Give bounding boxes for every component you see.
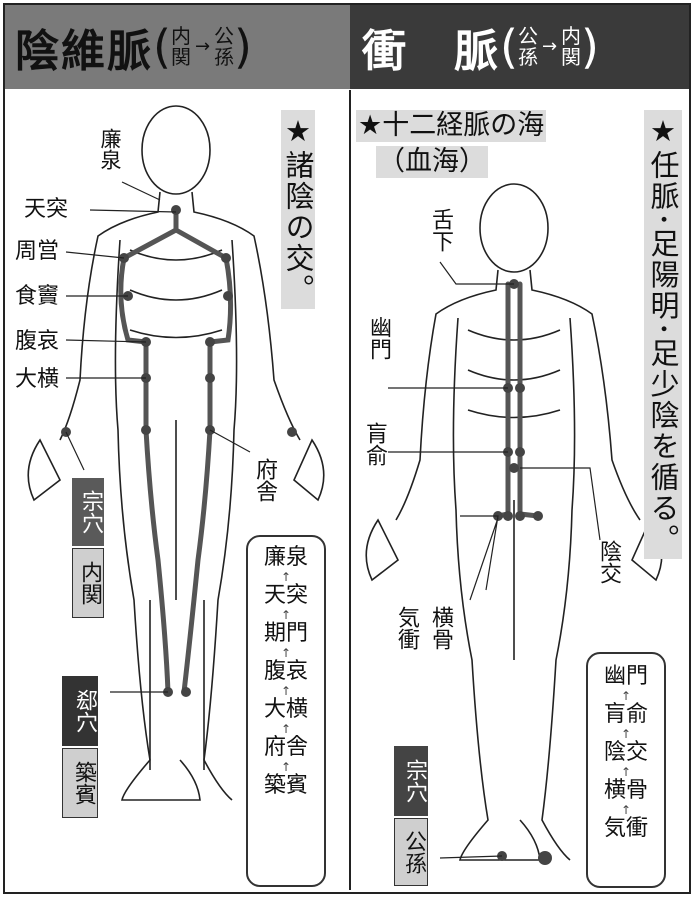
page-frame xyxy=(3,3,691,894)
sequence-item: 横骨 xyxy=(603,778,648,803)
sequence-item: 廉泉 xyxy=(263,545,308,570)
label-huangshu: 肓俞 xyxy=(362,422,387,466)
left-title: 陰維脈 xyxy=(15,26,153,77)
up-arrow-icon: ↑ xyxy=(280,722,292,736)
paren-open: ( xyxy=(153,20,171,74)
right-note2: （血海） xyxy=(376,146,488,178)
paren-close: ) xyxy=(234,20,252,74)
right-sequence-box: 幽門↑肓俞↑陰交↑横骨↑気衝 xyxy=(586,652,666,888)
up-arrow-icon: ↑ xyxy=(280,570,292,584)
label-shexia: 舌下 xyxy=(428,208,453,252)
label-fuai: 腹哀 xyxy=(15,329,60,354)
right-title: 衝 脈 xyxy=(362,26,500,77)
paren-open: ( xyxy=(500,20,518,74)
left-route-to: 公孫 xyxy=(214,24,235,69)
up-arrow-icon: ↑ xyxy=(280,646,292,660)
right-source-tag: 宗穴 xyxy=(394,746,428,816)
sequence-item: 大横 xyxy=(263,697,308,722)
left-header: 陰維脈 ( 内関 → 公孫 ) xyxy=(5,5,350,89)
left-sequence-box: 廉泉↑天突↑期門↑腹哀↑大横↑府舎↑築賓 xyxy=(246,535,326,887)
right-sequence: 幽門↑肓俞↑陰交↑横骨↑気衝 xyxy=(588,664,664,842)
sequence-item: 肓俞 xyxy=(603,702,648,727)
up-arrow-icon: ↑ xyxy=(620,803,632,817)
right-leader-lines xyxy=(388,261,601,859)
up-arrow-icon: ↑ xyxy=(620,765,632,779)
right-header: 衝 脈 ( 公孫 → 内関 ) xyxy=(350,5,689,89)
left-target-tag: 郄穴 xyxy=(62,676,98,746)
sequence-item: 府舎 xyxy=(263,735,308,760)
route-arrow: → xyxy=(194,36,211,57)
column-divider xyxy=(349,90,351,890)
paren-close: ) xyxy=(581,20,599,74)
left-route: 内関 → 公孫 xyxy=(171,26,234,68)
right-points xyxy=(493,279,552,865)
sequence-item: 築賓 xyxy=(263,773,308,798)
left-leader-lines xyxy=(65,181,251,693)
left-meridian-path xyxy=(118,207,234,695)
left-route-from: 内関 xyxy=(170,24,191,69)
right-route-from: 公孫 xyxy=(517,24,538,69)
right-source-point: 公孫 xyxy=(394,818,428,886)
label-youmen: 幽門 xyxy=(366,316,391,360)
sequence-item: 気衝 xyxy=(603,816,648,841)
label-lianquan: 廉泉 xyxy=(98,128,122,170)
label-qichong: 気衝 xyxy=(394,606,419,650)
right-note3: ★任脈･足陽明･足少陰を循る。 xyxy=(644,110,682,560)
label-zhouying: 周営 xyxy=(15,239,60,264)
left-note: ★諸陰の交。 xyxy=(281,110,315,309)
sequence-item: 腹哀 xyxy=(263,659,308,684)
right-route: 公孫 → 内関 xyxy=(518,26,581,68)
sequence-item: 天突 xyxy=(263,583,308,608)
label-tiantu: 天突 xyxy=(24,197,69,222)
up-arrow-icon: ↑ xyxy=(280,684,292,698)
label-shidou: 食竇 xyxy=(15,284,60,309)
right-route-to: 内関 xyxy=(561,24,582,69)
sequence-item: 期門 xyxy=(263,621,308,646)
right-meridian-path xyxy=(495,281,541,519)
up-arrow-icon: ↑ xyxy=(620,689,632,703)
sequence-item: 幽門 xyxy=(603,664,648,689)
left-sequence: 廉泉↑天突↑期門↑腹哀↑大横↑府舎↑築賓 xyxy=(248,545,324,799)
left-source-point: 内関 xyxy=(72,548,104,618)
route-arrow: → xyxy=(541,36,558,57)
left-source-tag: 宗穴 xyxy=(72,478,104,546)
up-arrow-icon: ↑ xyxy=(280,608,292,622)
left-body-outline xyxy=(27,105,325,801)
label-yinjiao: 陰交 xyxy=(596,540,621,584)
label-henggu: 横骨 xyxy=(428,606,453,650)
left-target-point: 築賓 xyxy=(62,748,98,818)
up-arrow-icon: ↑ xyxy=(280,760,292,774)
label-daheng: 大横 xyxy=(15,367,60,392)
up-arrow-icon: ↑ xyxy=(620,727,632,741)
label-fushe: 府舎 xyxy=(252,458,277,502)
right-note1: ★十二経脈の海 xyxy=(356,110,547,142)
sequence-item: 陰交 xyxy=(603,740,648,765)
